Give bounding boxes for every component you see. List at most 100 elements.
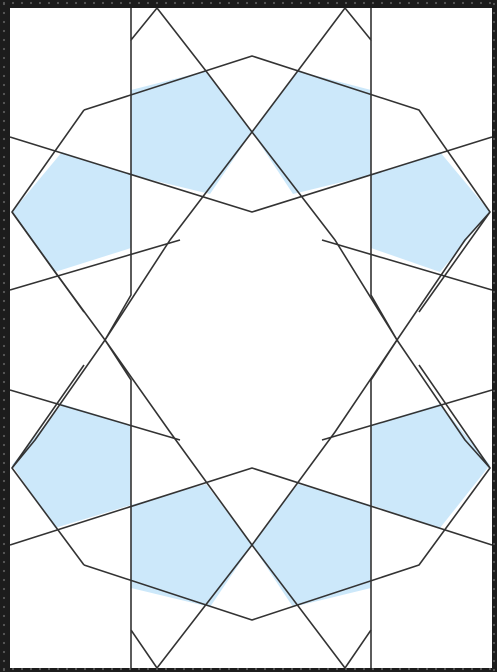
border-dot bbox=[84, 668, 86, 670]
border-dot bbox=[3, 291, 5, 293]
border-dot bbox=[3, 417, 5, 419]
border-dot bbox=[219, 2, 221, 4]
border-dot bbox=[493, 453, 495, 455]
border-dot bbox=[282, 2, 284, 4]
border-dot bbox=[493, 417, 495, 419]
border-dot bbox=[354, 2, 356, 4]
border-dot bbox=[3, 210, 5, 212]
border-dot bbox=[3, 543, 5, 545]
border-dot bbox=[435, 2, 437, 4]
border-dot bbox=[318, 2, 320, 4]
border-dot bbox=[57, 668, 59, 670]
border-dot bbox=[426, 2, 428, 4]
border-dot bbox=[480, 668, 482, 670]
border-dot bbox=[201, 668, 203, 670]
border-dot bbox=[493, 642, 495, 644]
border-dot bbox=[336, 668, 338, 670]
border-dot bbox=[493, 120, 495, 122]
border-dot bbox=[3, 570, 5, 572]
border-dot bbox=[111, 2, 113, 4]
border-dot bbox=[3, 426, 5, 428]
border-dot bbox=[3, 489, 5, 491]
border-dot bbox=[493, 408, 495, 410]
border-dot bbox=[471, 668, 473, 670]
border-dot bbox=[228, 668, 230, 670]
border-dot bbox=[12, 668, 14, 670]
border-dot bbox=[399, 2, 401, 4]
border-dot bbox=[336, 2, 338, 4]
border-dot bbox=[3, 363, 5, 365]
border-dot bbox=[493, 12, 495, 14]
border-dot bbox=[3, 30, 5, 32]
border-dot bbox=[493, 300, 495, 302]
border-dot bbox=[282, 668, 284, 670]
border-dot bbox=[30, 2, 32, 4]
border-dot bbox=[372, 2, 374, 4]
border-dot bbox=[300, 668, 302, 670]
border-dot bbox=[493, 345, 495, 347]
border-dot bbox=[165, 668, 167, 670]
border-dot bbox=[210, 668, 212, 670]
border-dot bbox=[3, 219, 5, 221]
border-dot bbox=[3, 453, 5, 455]
border-dot bbox=[75, 2, 77, 4]
border-dot bbox=[493, 615, 495, 617]
border-dot bbox=[291, 2, 293, 4]
border-dot bbox=[493, 480, 495, 482]
border-dot bbox=[493, 435, 495, 437]
border-dot bbox=[3, 138, 5, 140]
border-dot bbox=[345, 2, 347, 4]
border-dot bbox=[3, 660, 5, 662]
border-dot bbox=[255, 2, 257, 4]
border-dot bbox=[390, 668, 392, 670]
border-dot bbox=[129, 2, 131, 4]
border-dot bbox=[3, 507, 5, 509]
border-dot bbox=[21, 2, 23, 4]
border-dot bbox=[3, 129, 5, 131]
border-dot bbox=[493, 363, 495, 365]
border-dot bbox=[3, 183, 5, 185]
border-dot bbox=[174, 668, 176, 670]
border-dot bbox=[462, 668, 464, 670]
border-dot bbox=[3, 651, 5, 653]
border-dot bbox=[39, 2, 41, 4]
border-dot bbox=[493, 309, 495, 311]
border-dot bbox=[3, 102, 5, 104]
border-dot bbox=[3, 552, 5, 554]
border-dot bbox=[3, 156, 5, 158]
border-dot bbox=[3, 399, 5, 401]
border-dot bbox=[138, 2, 140, 4]
border-dot bbox=[84, 2, 86, 4]
border-dot bbox=[48, 2, 50, 4]
border-dot bbox=[399, 668, 401, 670]
border-dot bbox=[493, 426, 495, 428]
border-dot bbox=[493, 84, 495, 86]
border-dot bbox=[3, 120, 5, 122]
border-dot bbox=[444, 668, 446, 670]
border-dot bbox=[493, 606, 495, 608]
border-dot bbox=[493, 201, 495, 203]
border-dot bbox=[3, 354, 5, 356]
border-dot bbox=[493, 246, 495, 248]
border-dot bbox=[165, 2, 167, 4]
border-dot bbox=[493, 534, 495, 536]
border-dot bbox=[3, 588, 5, 590]
border-dot bbox=[417, 668, 419, 670]
border-dot bbox=[327, 2, 329, 4]
border-dot bbox=[3, 498, 5, 500]
border-dot bbox=[3, 309, 5, 311]
border-dot bbox=[3, 147, 5, 149]
border-dot bbox=[273, 668, 275, 670]
border-dot bbox=[493, 579, 495, 581]
border-dot bbox=[493, 354, 495, 356]
border-dot bbox=[3, 534, 5, 536]
border-dot bbox=[493, 381, 495, 383]
border-dot bbox=[489, 2, 491, 4]
border-dot bbox=[3, 327, 5, 329]
border-dot bbox=[493, 183, 495, 185]
border-dot bbox=[309, 668, 311, 670]
border-dot bbox=[493, 516, 495, 518]
border-dot bbox=[300, 2, 302, 4]
border-dot bbox=[3, 516, 5, 518]
